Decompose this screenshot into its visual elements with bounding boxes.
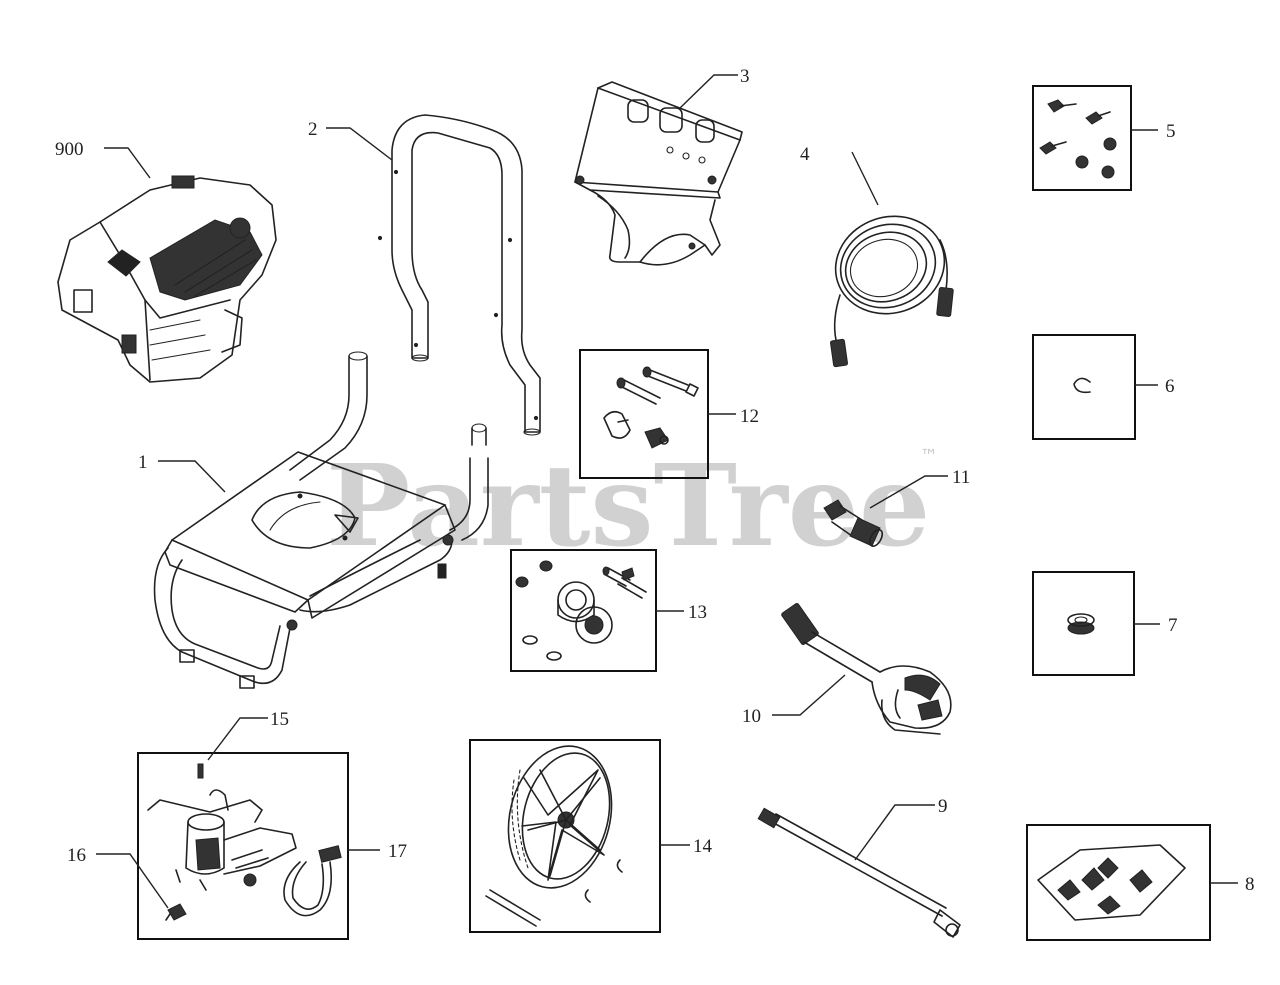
callout-leader-4	[851, 151, 879, 206]
callout-leader-10	[772, 674, 846, 716]
part-8-nozzle-kit[interactable]	[1026, 824, 1211, 941]
callout-4[interactable]: 4	[800, 144, 810, 165]
callout-leader-900	[104, 147, 151, 179]
part-6-clip[interactable]	[1032, 334, 1136, 440]
part-3-bracket[interactable]	[574, 81, 743, 266]
callout-leader-16	[96, 853, 169, 909]
callout-leader-9	[854, 804, 935, 861]
part-2-handle[interactable]	[377, 114, 541, 436]
callout-6[interactable]: 6	[1165, 376, 1175, 397]
callout-13[interactable]: 13	[688, 602, 707, 623]
callout-3[interactable]: 3	[740, 66, 750, 87]
part-10-spray-gun[interactable]	[781, 602, 952, 735]
part-900-engine[interactable]	[57, 175, 277, 383]
callout-17[interactable]: 17	[388, 841, 407, 862]
callout-9[interactable]: 9	[938, 796, 948, 817]
callout-leader-3	[679, 74, 738, 109]
part-5-bolt-kit[interactable]	[1032, 85, 1132, 191]
part-7-o-ring[interactable]	[1032, 571, 1135, 676]
watermark-trademark: ™	[920, 446, 938, 467]
part-9-wand[interactable]	[757, 807, 961, 938]
callout-leader-11	[869, 475, 948, 509]
callout-14[interactable]: 14	[693, 836, 713, 857]
callout-16[interactable]: 16	[67, 845, 86, 866]
callout-8[interactable]: 8	[1245, 874, 1255, 895]
part-16-valve[interactable]	[165, 903, 187, 921]
callout-leader-1	[158, 460, 226, 493]
part-1-frame[interactable]	[153, 351, 489, 689]
part-11-coupler[interactable]	[823, 499, 885, 548]
callout-1[interactable]: 1	[138, 452, 148, 473]
callout-900[interactable]: 900	[55, 139, 84, 160]
part-4-hose[interactable]	[823, 202, 957, 368]
callout-15[interactable]: 15	[270, 709, 289, 730]
callout-7[interactable]: 7	[1168, 615, 1178, 636]
callout-2[interactable]: 2	[308, 119, 318, 140]
part-17-pump[interactable]	[137, 752, 349, 940]
callout-5[interactable]: 5	[1166, 121, 1176, 142]
callout-12[interactable]: 12	[740, 406, 759, 427]
callout-leader-15	[207, 717, 268, 761]
callout-leader-2	[326, 127, 393, 161]
callout-11[interactable]: 11	[952, 467, 970, 488]
part-14-wheel-kit[interactable]	[469, 735, 661, 933]
callout-10[interactable]: 10	[742, 706, 761, 727]
